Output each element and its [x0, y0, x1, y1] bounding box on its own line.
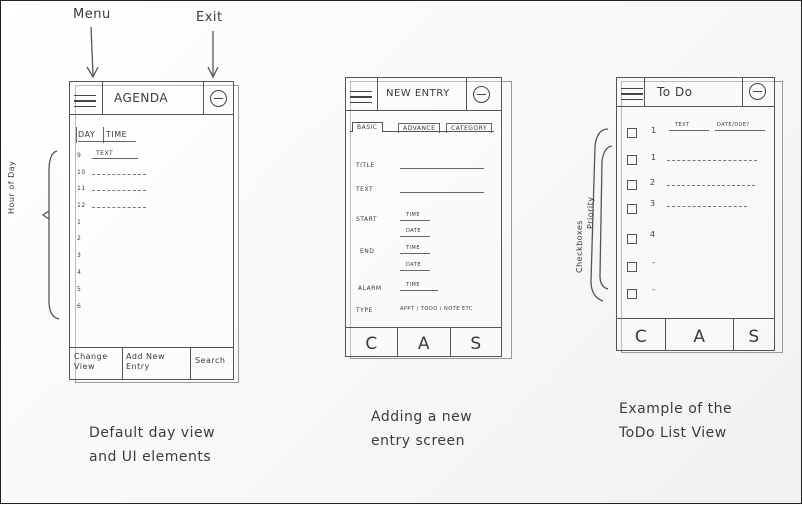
text-input[interactable]	[400, 192, 484, 193]
new-entry-header: NEW ENTRY	[346, 78, 501, 111]
hour-label: 1	[77, 219, 82, 226]
start-date-input[interactable]	[400, 236, 430, 237]
tab-advance[interactable]: ADVANCE	[398, 123, 441, 133]
start-label: START	[356, 216, 378, 223]
nav-c-button[interactable]: C	[634, 327, 648, 347]
exit-icon[interactable]	[473, 86, 490, 103]
todo-checkbox[interactable]	[627, 180, 637, 190]
col-time-header: TIME	[106, 130, 128, 139]
col-day-header: DAY	[78, 130, 96, 139]
todo-priority: 1	[651, 126, 657, 135]
hour-label: 2	[77, 235, 82, 242]
todo-frame-shadow	[621, 81, 783, 353]
start-time-input[interactable]	[400, 220, 430, 221]
title-input[interactable]	[400, 168, 484, 169]
agenda-header: AGENDA	[70, 82, 233, 115]
end-date-hint: DATE	[406, 262, 422, 268]
start-time-hint: TIME	[406, 212, 421, 218]
new-entry-frame-shadow	[350, 81, 512, 359]
todo-priority: -	[652, 258, 656, 267]
title-label: TITLE	[356, 162, 375, 169]
tab-category[interactable]: CATEGORY	[446, 123, 493, 133]
agenda-frame-shadow	[75, 85, 239, 383]
alarm-label: ALARM	[358, 285, 382, 292]
todo-priority: -	[652, 285, 656, 294]
todo-checkbox[interactable]	[627, 262, 637, 272]
todo-item-line[interactable]	[667, 160, 757, 161]
nav-a-button[interactable]: A	[693, 327, 706, 347]
hour-label: 9	[77, 152, 82, 159]
menu-icon[interactable]	[621, 84, 643, 104]
todo-col-date: DATE/DUE?	[717, 122, 750, 128]
exit-icon[interactable]	[749, 83, 766, 100]
checkboxes-annotation: Checkboxes	[575, 220, 584, 273]
alarm-time-hint: TIME	[406, 282, 421, 288]
todo-priority: 4	[650, 230, 656, 239]
end-time-input[interactable]	[400, 253, 430, 254]
todo-header: To Do	[617, 78, 774, 107]
end-time-hint: TIME	[406, 245, 421, 251]
new-entry-title: NEW ENTRY	[386, 88, 450, 99]
todo-checkbox[interactable]	[627, 155, 637, 165]
empty-slot[interactable]	[92, 174, 146, 175]
hour-label: 3	[77, 252, 82, 259]
menu-icon[interactable]	[74, 91, 96, 111]
todo-caption: Example of the ToDo List View	[619, 401, 733, 441]
hour-label: 10	[77, 169, 86, 176]
agenda-caption: Default day view and UI elements	[89, 425, 216, 465]
todo-checkbox[interactable]	[627, 204, 637, 214]
menu-annotation: Menu	[73, 7, 111, 22]
search-button[interactable]: Search	[195, 356, 226, 365]
tab-basic[interactable]: BASIC	[352, 122, 383, 132]
hour-label: 11	[77, 185, 86, 192]
type-label: TYPE	[356, 307, 373, 314]
todo-col-text: TEXT	[675, 122, 690, 128]
alarm-input[interactable]	[400, 290, 438, 291]
agenda-screen: AGENDA DAY TIME TEXT 9 10 11 12 1 2 3 4 …	[69, 81, 234, 380]
todo-priority: 2	[650, 178, 656, 187]
menu-icon[interactable]	[350, 87, 372, 107]
exit-icon[interactable]	[210, 90, 227, 107]
new-entry-screen: NEW ENTRY BASIC ADVANCE CATEGORY TITLE T…	[345, 77, 502, 357]
change-view-button[interactable]: Change View	[74, 352, 108, 371]
priority-annotation: Priority	[586, 196, 595, 229]
todo-title: To Do	[657, 85, 693, 99]
start-date-hint: DATE	[406, 228, 422, 234]
nav-c-button[interactable]: C	[365, 334, 378, 354]
empty-slot[interactable]	[92, 190, 146, 191]
nav-s-button[interactable]: S	[748, 327, 760, 347]
todo-checkbox[interactable]	[627, 234, 637, 244]
add-new-entry-button[interactable]: Add New Entry	[126, 352, 165, 371]
hour-label: 4	[77, 269, 82, 276]
hour-label: 6	[77, 303, 82, 310]
hour-label: 5	[77, 286, 82, 293]
todo-item-line[interactable]	[667, 206, 747, 207]
todo-priority: 3	[650, 199, 656, 208]
todo-item-line[interactable]	[667, 185, 755, 186]
hour-label: 12	[77, 202, 86, 209]
type-selector[interactable]: APPT / TODO / NOTE ETC	[400, 306, 473, 312]
todo-checkbox[interactable]	[627, 128, 637, 138]
end-date-input[interactable]	[400, 270, 430, 271]
empty-slot[interactable]	[92, 207, 146, 208]
todo-screen: To Do TEXT DATE/DUE? 1 1 2 3 4 - - C A S	[616, 77, 775, 351]
nav-s-button[interactable]: S	[470, 334, 482, 354]
new-entry-caption: Adding a new entry screen	[371, 409, 473, 449]
todo-checkbox[interactable]	[627, 289, 637, 299]
todo-priority: 1	[651, 153, 657, 162]
hour-of-day-annotation: Hour of Day	[7, 160, 16, 214]
text-label: TEXT	[356, 186, 374, 193]
exit-annotation: Exit	[196, 10, 223, 25]
agenda-entry-text[interactable]: TEXT	[96, 150, 114, 157]
end-label: END	[360, 248, 375, 255]
agenda-title: AGENDA	[114, 91, 169, 105]
nav-a-button[interactable]: A	[417, 334, 431, 354]
